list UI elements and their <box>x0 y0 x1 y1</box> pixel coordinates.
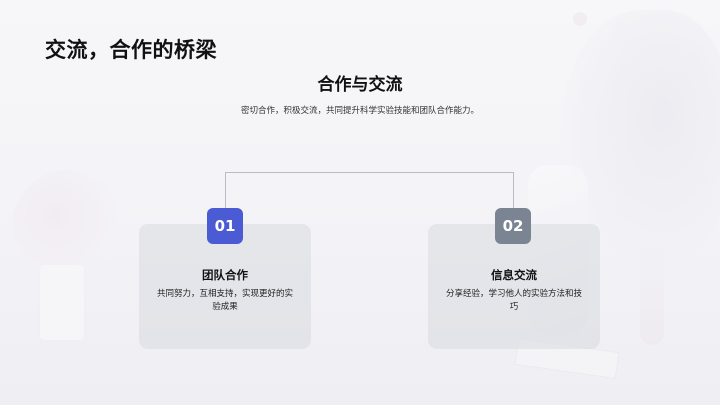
section-description: 密切合作，积极交流，共同提升科学实验技能和团队合作能力。 <box>240 106 479 116</box>
card-title: 团队合作 <box>202 268 248 282</box>
card-information-exchange: 信息交流 分享经验，学习他人的实验方法和技巧 <box>428 224 600 349</box>
number-badge-01: 01 <box>207 208 243 244</box>
card-text: 共同努力，互相支持，实现更好的实验成果 <box>156 289 293 312</box>
flask-decoration <box>640 240 664 345</box>
card-title: 信息交流 <box>491 268 537 282</box>
flower-decoration <box>12 170 122 280</box>
card-text: 分享经验，学习他人的实验方法和技巧 <box>445 289 582 312</box>
ball-decoration <box>573 12 587 26</box>
slide-title: 交流，合作的桥梁 <box>45 38 217 62</box>
vase-decoration <box>40 265 84 340</box>
section-subtitle: 合作与交流 <box>317 75 403 95</box>
number-badge-02: 02 <box>495 208 531 244</box>
connector-line <box>225 172 514 208</box>
card-team-cooperation: 团队合作 共同努力，互相支持，实现更好的实验成果 <box>139 224 311 349</box>
